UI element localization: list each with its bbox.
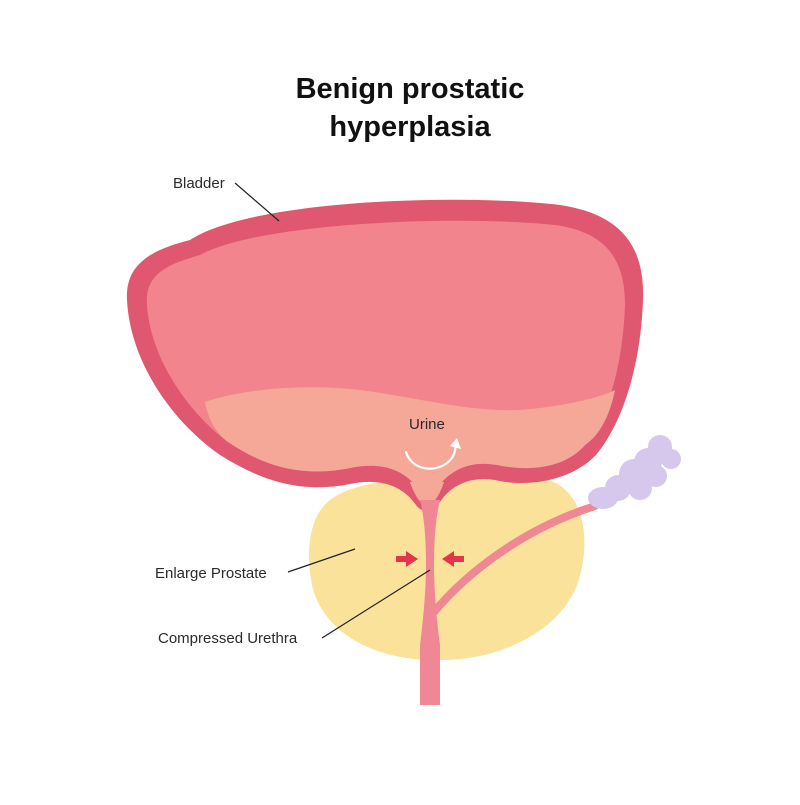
- title-line-1: Benign prostatic: [295, 73, 525, 105]
- title-line-2: hyperplasia: [329, 111, 491, 143]
- compression-arrow-left: [396, 551, 418, 567]
- urethra-leader-line: [321, 569, 431, 639]
- prostate-leader-line: [287, 548, 356, 573]
- bladder-leader-line: [234, 182, 280, 222]
- compression-arrow-right: [442, 551, 464, 567]
- prostate-gland: [309, 474, 585, 661]
- urine-flow-arrow: [404, 442, 457, 470]
- urine-label: Urine: [409, 416, 445, 433]
- bladder-label: Bladder: [173, 175, 225, 192]
- seminal-vesicle: [588, 435, 681, 509]
- diagram-title: Benign prostatic hyperplasia: [230, 70, 590, 146]
- compressed-urethra-label: Compressed Urethra: [158, 630, 298, 647]
- urine-flow-arrowhead: [450, 438, 461, 449]
- urethra: [420, 500, 440, 705]
- ejaculatory-duct: [430, 502, 599, 616]
- urine-fluid: [205, 387, 615, 494]
- enlarged-prostate-label: Enlarge Prostate: [155, 565, 267, 582]
- bladder-neck: [410, 482, 444, 505]
